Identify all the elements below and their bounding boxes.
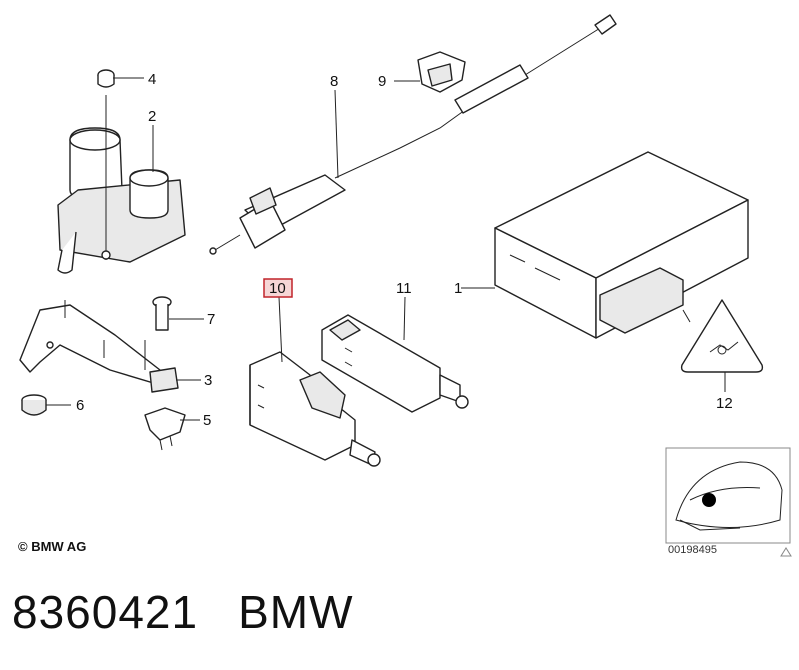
part-12-warning-label xyxy=(680,299,764,373)
part-8-cable-actuator xyxy=(209,14,617,255)
part-5-spring-clip xyxy=(144,407,186,451)
part-1-control-module xyxy=(494,151,749,339)
highlight-box-10 xyxy=(263,278,293,298)
callout-9: 9 xyxy=(378,73,386,90)
callout-2: 2 xyxy=(148,108,156,125)
callout-12: 12 xyxy=(716,395,733,412)
callout-7: 7 xyxy=(207,311,215,328)
reference-number: 00198495 xyxy=(668,544,717,556)
brand-name: BMW xyxy=(238,586,354,638)
location-thumbnail: 00198495 xyxy=(665,447,792,557)
callout-1: 1 xyxy=(454,280,462,297)
callout-11: 11 xyxy=(396,280,412,297)
part-7-bolt xyxy=(152,296,172,331)
copyright-text: © BMW AG xyxy=(18,539,87,554)
corner-triangle-icon xyxy=(780,547,792,557)
footer: 8360421 BMW xyxy=(12,585,354,639)
callout-3: 3 xyxy=(204,372,212,389)
part-6-grommet xyxy=(21,394,47,416)
part-4-cap xyxy=(97,69,115,88)
part-3-clip xyxy=(149,367,179,393)
callout-8: 8 xyxy=(330,73,338,90)
leader-lines xyxy=(46,77,726,421)
location-marker xyxy=(702,493,716,507)
part-10-switch xyxy=(249,351,381,467)
callout-10: 10 xyxy=(269,280,286,297)
callout-5: 5 xyxy=(203,412,211,429)
part-2-pump xyxy=(57,95,186,274)
part-9-clip xyxy=(417,51,466,93)
part-number: 8360421 xyxy=(12,586,199,638)
callout-6: 6 xyxy=(76,397,84,414)
callouts: 4 2 8 9 1 10 11 7 3 6 5 12 xyxy=(76,71,733,429)
part-11-switch xyxy=(321,314,469,413)
bracket xyxy=(19,300,161,386)
callout-4: 4 xyxy=(148,71,156,88)
